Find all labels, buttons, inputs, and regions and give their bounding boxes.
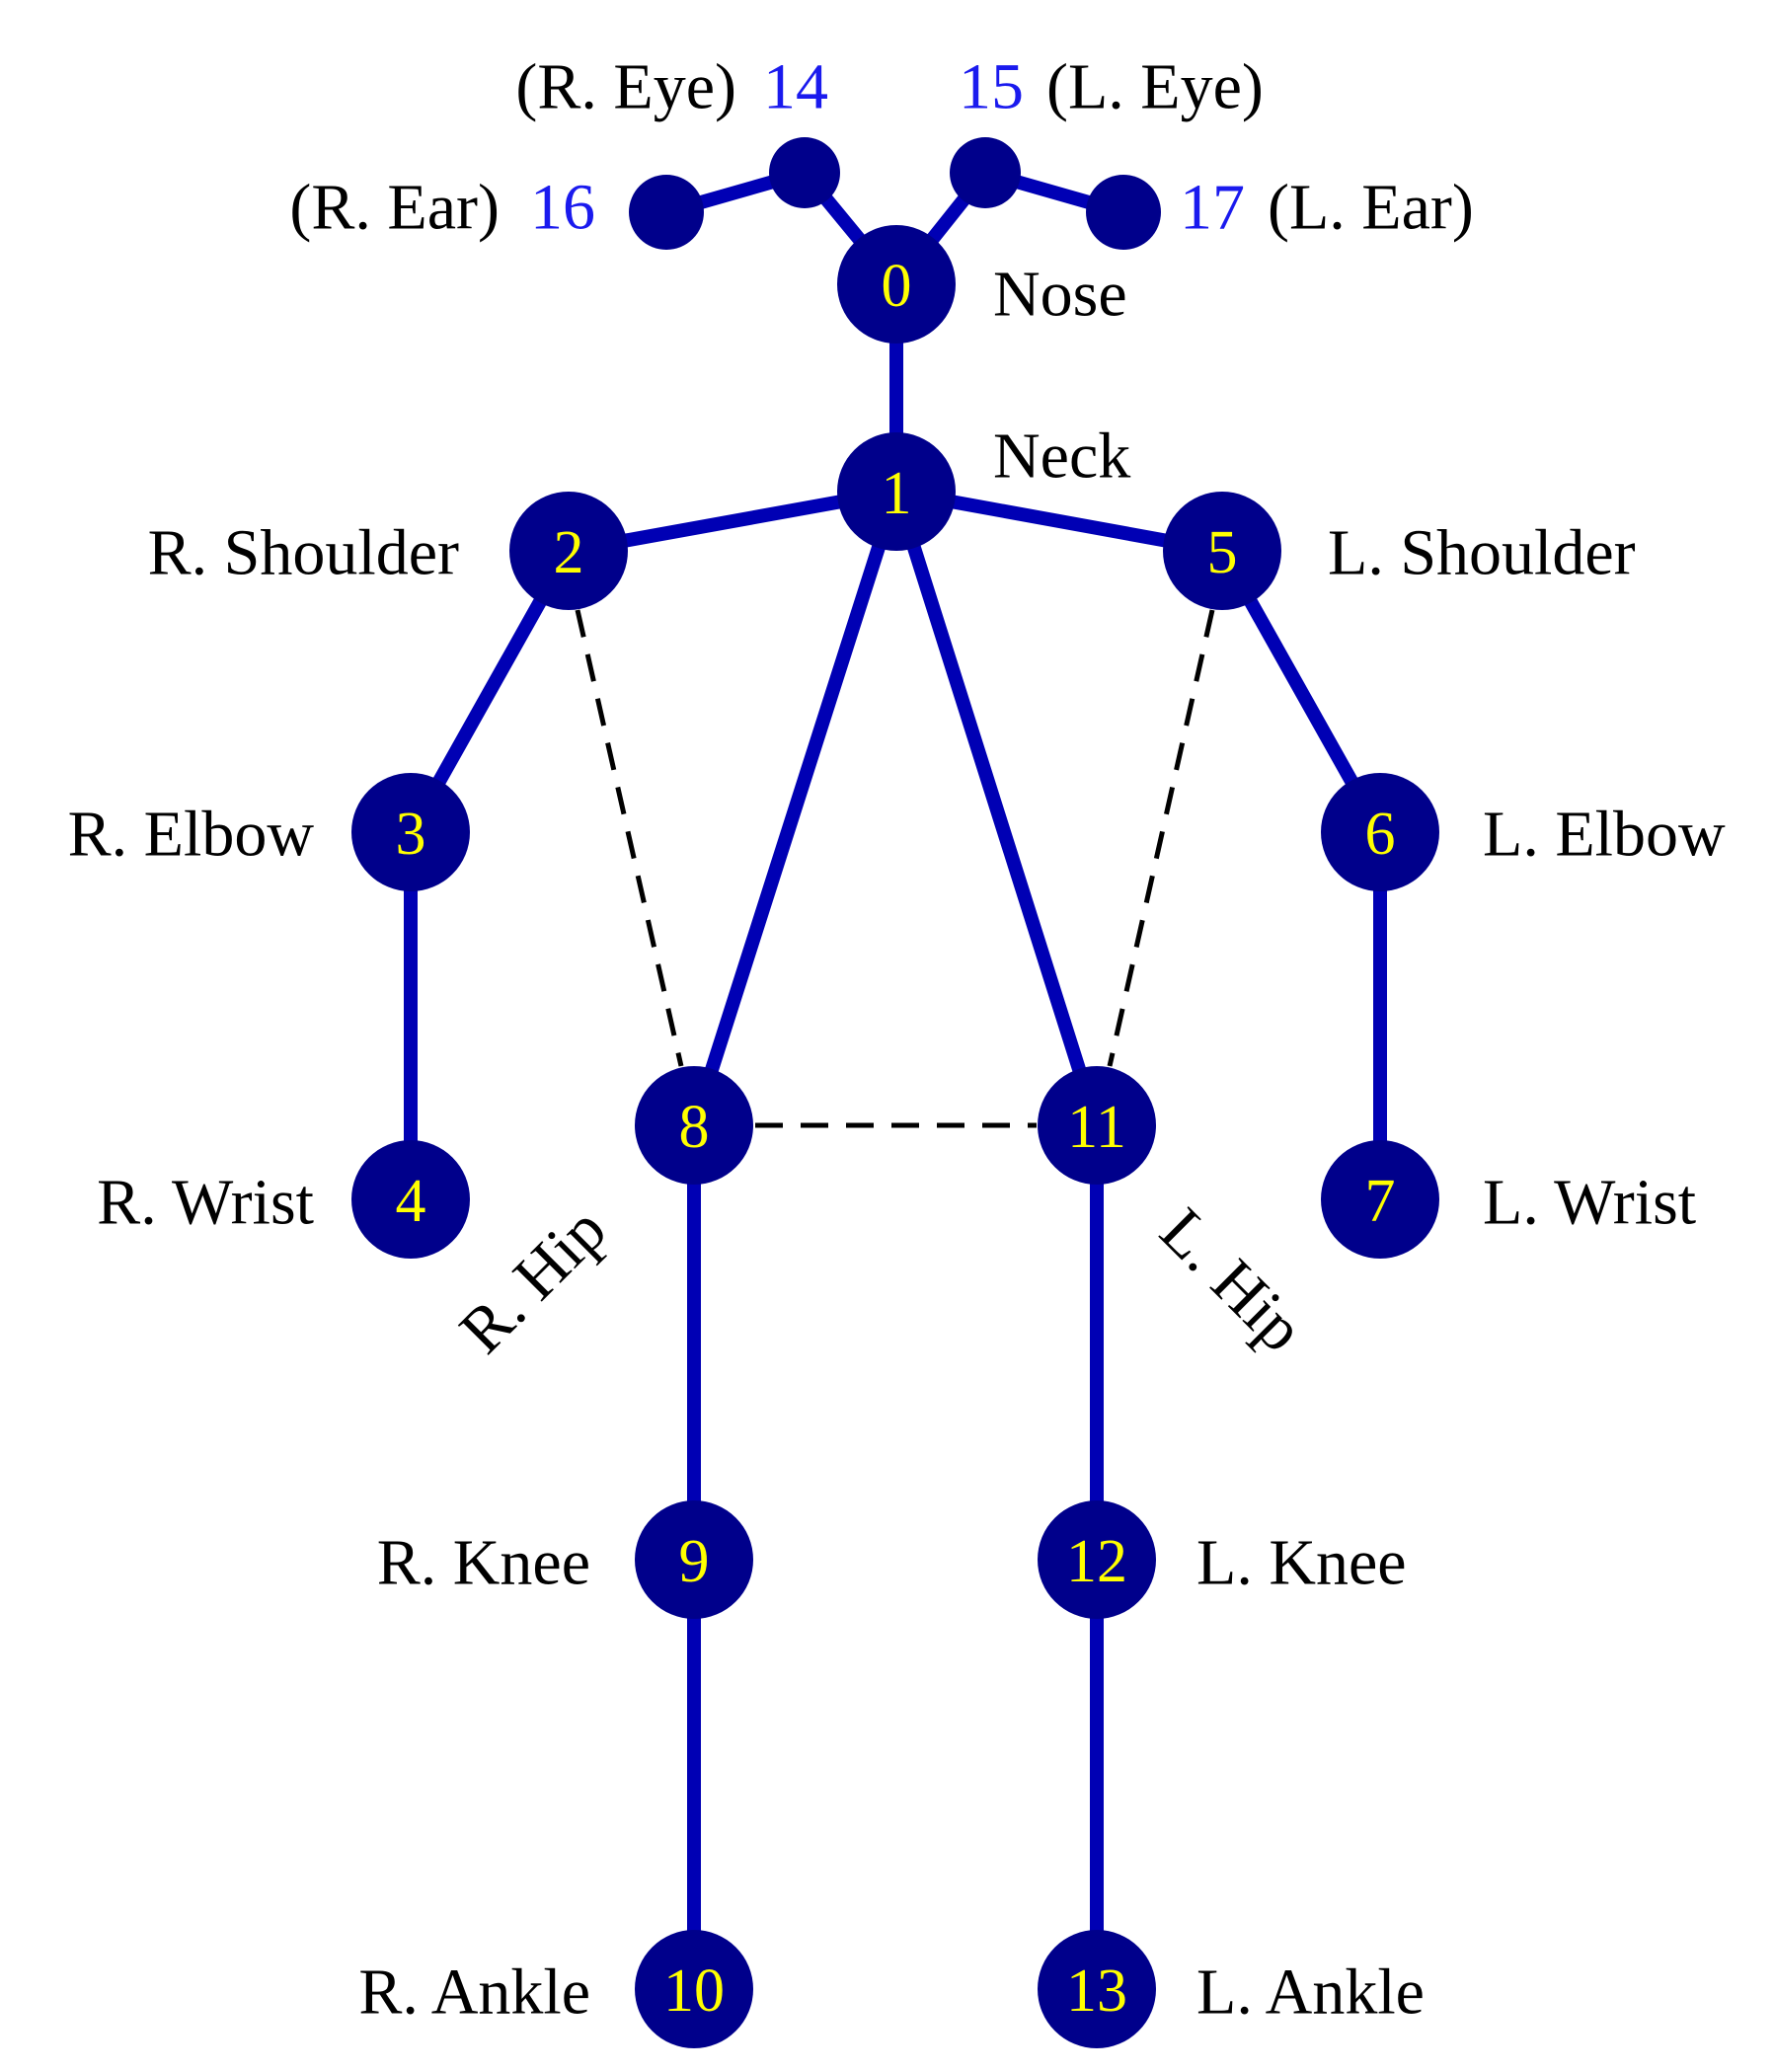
keypoint-label-10: R. Ankle [358,1957,590,2029]
joint-14 [769,137,840,208]
keypoint-number-0: 0 [882,253,912,320]
keypoint-label-8: R. Hip [446,1193,620,1367]
keypoint-label-3: R. Elbow [68,799,315,871]
joint-7 [1321,1140,1439,1259]
keypoint-label-11: L. Hip [1146,1194,1317,1365]
keypoint-label-1: Neck [993,421,1130,493]
joint-9 [635,1500,753,1619]
keypoint-number-15: 15 [959,51,1024,123]
joint-3 [351,773,470,891]
keypoint-label-16: (R. Ear) [289,172,500,244]
joint-16 [629,175,704,250]
joint-17 [1086,175,1161,250]
joint-1 [837,432,956,551]
keypoint-number-3: 3 [396,801,426,868]
joint-13 [1038,1930,1156,2048]
keypoint-label-6: L. Elbow [1483,799,1726,871]
keypoint-number-9: 9 [679,1528,710,1595]
keypoint-label-9: R. Knee [377,1527,590,1599]
joint-0 [837,225,956,344]
keypoint-label-5: L. Shoulder [1328,517,1636,589]
bone-1-11 [889,485,1104,1132]
keypoint-number-14: 14 [763,51,828,123]
joint-2 [509,492,628,610]
keypoint-number-2: 2 [554,519,584,586]
dashed-link-2-8 [575,609,684,1067]
keypoint-label-17: (L. Ear) [1268,172,1474,244]
keypoint-number-10: 10 [663,1957,725,2025]
keypoint-number-7: 7 [1365,1168,1396,1235]
bone-1-8 [687,485,903,1132]
joint-6 [1321,773,1439,891]
joint-10 [635,1930,753,2048]
joint-11 [1038,1066,1156,1185]
joint-5 [1163,492,1281,610]
keypoint-label-15: (L. Eye) [1046,51,1264,123]
keypoint-number-1: 1 [882,460,912,527]
keypoint-label-13: L. Ankle [1196,1957,1425,2029]
keypoint-number-16: 16 [530,172,595,244]
keypoint-label-14: (R. Eye) [515,51,736,123]
keypoint-number-11: 11 [1067,1094,1126,1161]
keypoint-number-5: 5 [1207,519,1238,586]
keypoint-label-7: L. Wrist [1483,1167,1696,1239]
keypoint-number-8: 8 [679,1094,710,1161]
keypoint-label-2: R. Shoulder [148,517,459,589]
joint-12 [1038,1500,1156,1619]
keypoint-number-12: 12 [1066,1528,1127,1595]
keypoint-number-17: 17 [1180,172,1245,244]
joint-15 [950,137,1021,208]
keypoint-number-13: 13 [1066,1957,1127,2025]
keypoint-label-12: L. Knee [1196,1527,1407,1599]
joint-8 [635,1066,753,1185]
dashed-links [575,609,1215,1128]
keypoint-number-4: 4 [396,1168,426,1235]
keypoint-joints [351,137,1439,2048]
joint-4 [351,1140,470,1259]
keypoint-label-4: R. Wrist [97,1167,314,1239]
keypoint-label-0: Nose [993,259,1127,331]
dashed-link-5-11 [1107,609,1215,1067]
keypoint-number-6: 6 [1365,801,1396,868]
